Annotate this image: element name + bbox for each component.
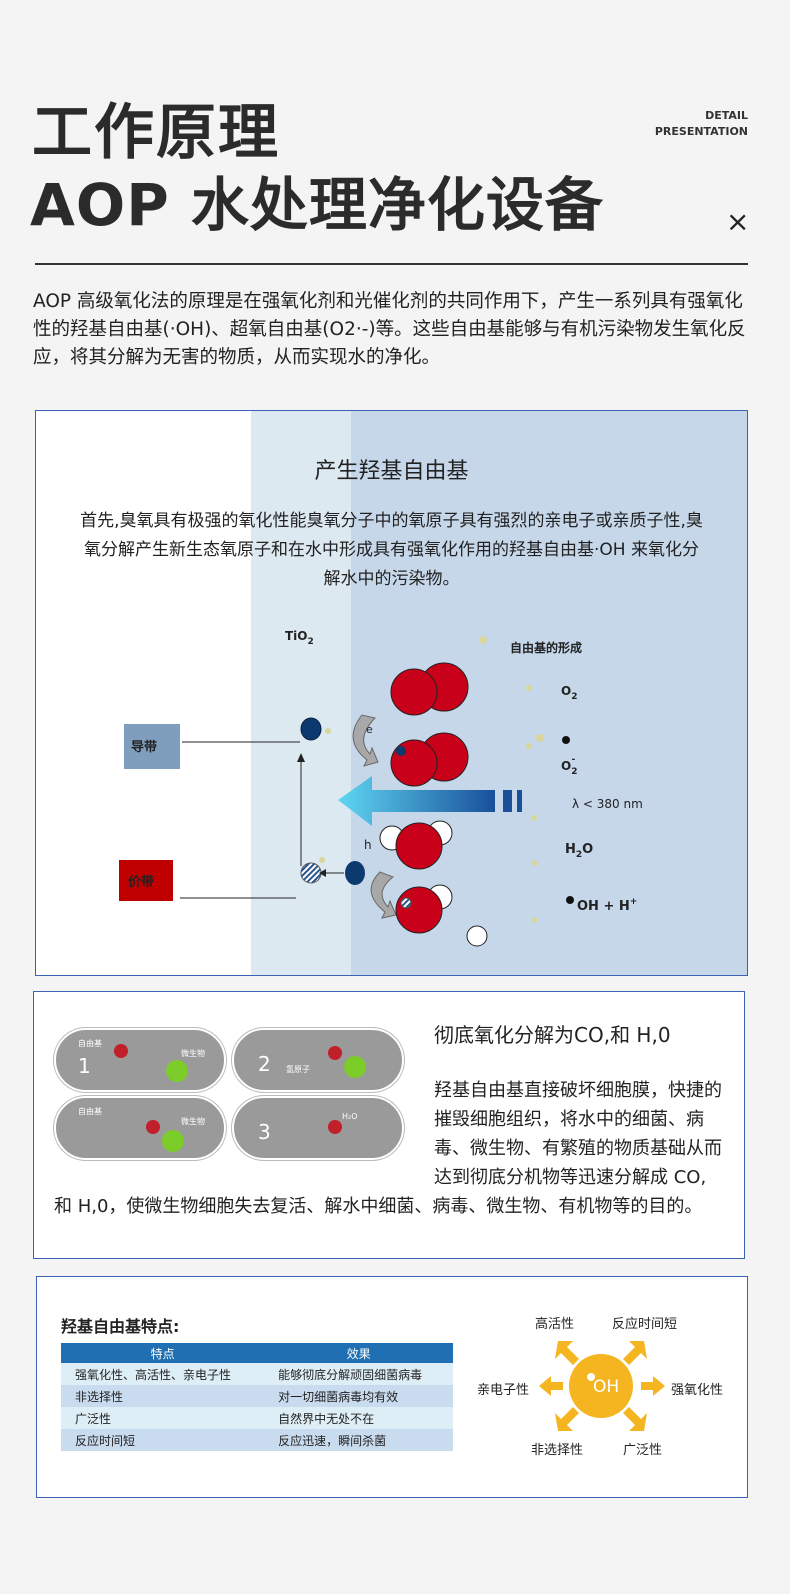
radical-ball bbox=[146, 1120, 160, 1134]
superoxide-molecule bbox=[390, 732, 469, 787]
arrow-icon bbox=[555, 1341, 579, 1365]
arrow-icon bbox=[539, 1376, 563, 1396]
radical-formation-label: 自由基的形成 bbox=[510, 640, 582, 655]
property-label: 非选择性 bbox=[531, 1443, 584, 1458]
tio2-layer bbox=[251, 411, 351, 975]
photocatalysis-diagram: 导带 价带 TiO2 e h 自由基的形成 O2 bbox=[119, 629, 643, 947]
stage-3-panel: 3 H₂O bbox=[232, 1096, 404, 1160]
water-molecule bbox=[379, 820, 453, 870]
free-radical-label: 自由基 bbox=[78, 1107, 102, 1116]
stage-number: 2 bbox=[258, 1052, 271, 1076]
section-paragraph: 羟基自由基直接破坏细胞膜，快捷的摧毁细胞组织，将水中的细菌、病毒、微生物、有繁殖… bbox=[54, 1080, 722, 1217]
conduction-band-box bbox=[124, 724, 180, 769]
stage-attack-panel: 自由基 微生物 bbox=[54, 1096, 226, 1160]
table-row: 广泛性自然界中无处不在 bbox=[61, 1407, 453, 1429]
section-paragraph: 首先,臭氧具有极强的氧化性能臭氧分子中的氧原子具有强烈的亲电子或亲质子性,臭氧分… bbox=[80, 511, 703, 589]
radical-ball bbox=[328, 1046, 342, 1060]
curved-arrow-icon bbox=[370, 871, 397, 919]
page-subtitle: AOP 水处理净化设备 bbox=[30, 171, 604, 239]
arrow-icon bbox=[641, 1376, 665, 1396]
radical-ball bbox=[114, 1044, 128, 1058]
section-title: 产生羟基自由基 bbox=[314, 459, 469, 484]
microbe-label: 微生物 bbox=[181, 1049, 205, 1058]
stage-2-panel: 2 氢原子 bbox=[232, 1028, 404, 1092]
water-ball bbox=[328, 1120, 342, 1134]
valence-band-label: 价带 bbox=[128, 874, 154, 890]
column-header: 特点 bbox=[61, 1343, 265, 1363]
microbe-ball bbox=[162, 1130, 184, 1152]
microbe-ball bbox=[344, 1056, 366, 1078]
arrow-icon bbox=[623, 1407, 647, 1431]
divider bbox=[35, 263, 748, 265]
hydroxyl-molecule bbox=[395, 884, 453, 934]
table-row: 反应时间短反应迅速，瞬间杀菌 bbox=[61, 1429, 453, 1451]
column-header: 效果 bbox=[264, 1343, 453, 1363]
uv-light-arrow bbox=[338, 776, 495, 826]
property-label: 强氧化性 bbox=[671, 1383, 724, 1398]
arrow-icon bbox=[623, 1341, 647, 1365]
radical-features-section: 羟基自由基特点: 特点效果 强氧化性、高活性、亲电子性能够彻底分解顽固细菌病毒 … bbox=[36, 1276, 748, 1498]
stage-1-panel: 自由基 1 微生物 bbox=[54, 1028, 226, 1092]
electron-dot bbox=[300, 717, 322, 741]
arrow-icon bbox=[555, 1407, 579, 1431]
decomposition-section: 自由基 1 微生物 2 氢原子 自由基 微生物 3 H₂O 彻底氧化分解为CO,… bbox=[33, 991, 745, 1259]
property-label: 高活性 bbox=[535, 1317, 575, 1332]
svg-text:O2-: O2- bbox=[561, 755, 577, 777]
stage-number: 3 bbox=[258, 1120, 271, 1144]
svg-text:TiO2: TiO2 bbox=[285, 629, 314, 647]
conduction-band-label: 导带 bbox=[131, 739, 157, 755]
stage-number: 1 bbox=[78, 1054, 91, 1078]
close-icon[interactable]: × bbox=[726, 205, 750, 238]
property-label: 广泛性 bbox=[623, 1443, 663, 1458]
water-label: H₂O bbox=[342, 1112, 358, 1121]
svg-text:OH + H+: OH + H+ bbox=[577, 897, 637, 914]
detail-label: DETAIL bbox=[705, 109, 748, 122]
oxygen-molecule bbox=[390, 662, 469, 716]
oh-properties-diagram: OH 高活性 反应时间短 亲电子性 强氧化性 非选择性 广泛性 bbox=[467, 1297, 737, 1487]
svg-text:h: h bbox=[364, 838, 372, 852]
table-row: 强氧化性、高活性、亲电子性能够彻底分解顽固细菌病毒 bbox=[61, 1363, 453, 1385]
svg-text:e: e bbox=[366, 723, 373, 736]
tio2-label: TiO bbox=[285, 629, 308, 643]
oh-label: OH + H bbox=[577, 899, 630, 914]
curved-arrow-icon bbox=[352, 714, 379, 767]
electron-dot-2 bbox=[345, 861, 365, 885]
svg-text:O2: O2 bbox=[561, 684, 577, 702]
hydrogen-atom-label: 氢原子 bbox=[286, 1065, 310, 1074]
microbe-label: 微生物 bbox=[181, 1117, 205, 1126]
hydrogen-ion bbox=[466, 925, 488, 947]
svg-text:H2O: H2O bbox=[565, 842, 593, 860]
property-label: 反应时间短 bbox=[612, 1317, 678, 1332]
wavelength-label: λ < 380 nm bbox=[572, 797, 643, 811]
free-radical-label: 自由基 bbox=[78, 1039, 102, 1048]
presentation-label: PRESENTATION bbox=[654, 125, 748, 138]
radical-generation-section: 产生羟基自由基 首先,臭氧具有极强的氧化性能臭氧分子中的氧原子具有强烈的亲电子或… bbox=[35, 410, 748, 976]
intro-paragraph: AOP 高级氧化法的原理是在强氧化剂和光催化剂的共同作用下，产生一系列具有强氧化… bbox=[33, 291, 746, 368]
property-label: 亲电子性 bbox=[477, 1383, 530, 1398]
features-table: 特点效果 强氧化性、高活性、亲电子性能够彻底分解顽固细菌病毒 非选择性对一切细菌… bbox=[61, 1343, 453, 1451]
microbe-ball bbox=[166, 1060, 188, 1082]
oh-circle bbox=[569, 1354, 633, 1418]
hole-dot bbox=[300, 862, 322, 884]
sun-arrows bbox=[539, 1341, 665, 1431]
table-row: 非选择性对一切细菌病毒均有效 bbox=[61, 1385, 453, 1407]
features-title: 羟基自由基特点: bbox=[61, 1317, 180, 1336]
valence-band-box bbox=[119, 860, 173, 901]
oh-label: OH bbox=[593, 1377, 620, 1397]
section-title: 彻底氧化分解为CO,和 H,0 bbox=[434, 1023, 671, 1047]
page-title: 工作原理 bbox=[32, 98, 280, 168]
cell-destruction-illustration: 自由基 1 微生物 2 氢原子 自由基 微生物 3 H₂O bbox=[54, 1022, 414, 1166]
